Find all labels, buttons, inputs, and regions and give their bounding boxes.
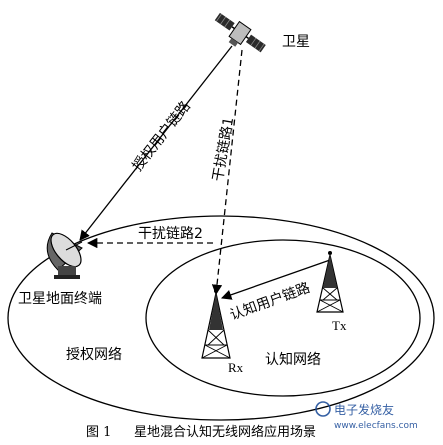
authorized-network-boundary: [7, 215, 435, 421]
rx-tower-icon: [201, 289, 231, 359]
authorized-user-link-label: 授权用户链路: [129, 98, 194, 175]
ground-terminal-dish-icon: [46, 232, 83, 279]
authorized-network-label: 授权网络: [66, 347, 122, 363]
cognitive-user-link-label: 认知用户链路: [228, 279, 313, 324]
interference-link-1-label: 干扰链路1: [210, 116, 237, 183]
figure-number: 图 1: [86, 425, 111, 440]
ground-terminal-label: 卫星地面终端: [18, 291, 102, 307]
watermark-brand: 电子发烧友: [334, 402, 394, 417]
watermark-logo-icon: [315, 401, 331, 417]
tx-tower-icon: [316, 251, 344, 313]
figure-caption: 星地混合认知无线网络应用场景: [134, 424, 316, 440]
satellite-icon: [214, 12, 266, 53]
satellite-label: 卫星: [282, 34, 310, 50]
watermark: 电子发烧友 www.elecfans.com: [315, 401, 418, 431]
cognitive-network-label: 认知网络: [265, 351, 321, 368]
interference-link-1-arrow: [211, 49, 243, 296]
tx-label: Tx: [332, 318, 347, 333]
interference-link-2-label: 干扰链路2: [138, 226, 203, 242]
authorized-user-link-arrow: [79, 45, 233, 241]
watermark-url: www.elecfans.com: [334, 421, 418, 431]
cognitive-network-boundary: [145, 239, 421, 397]
rx-label: Rx: [228, 360, 244, 375]
cognitive-user-link-arrow: [221, 259, 331, 300]
